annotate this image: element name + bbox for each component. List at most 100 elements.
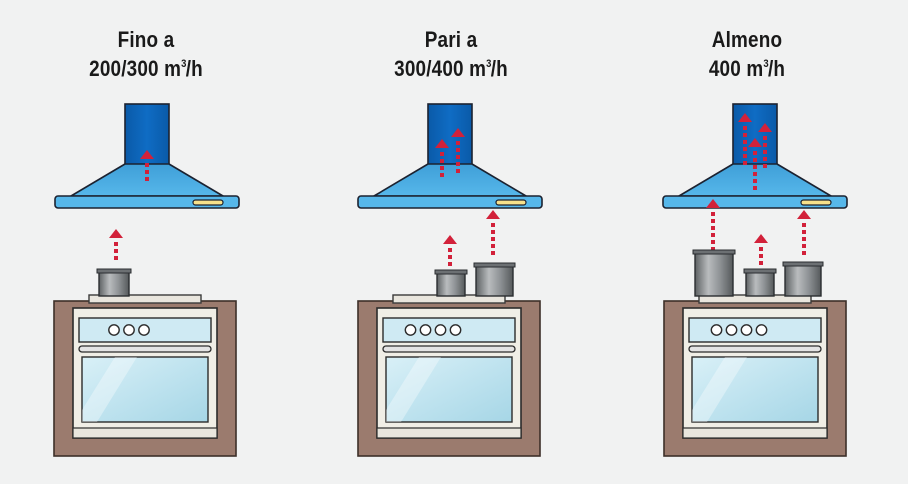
oven-window-reflection [386,357,441,422]
airflow-arrow [754,234,768,265]
panel-title-1-line1: Fino a [117,27,175,52]
pot [96,268,132,297]
airflow-arrow-dot [456,162,460,166]
pot-body [784,264,822,297]
airflow-arrow-dot [456,169,460,173]
panel-title-1-sup: 3 [181,58,187,70]
airflow-arrow-dot [753,158,757,162]
airflow-arrow-dot [802,244,806,248]
airflow-arrow-dot [753,186,757,190]
airflow-arrow-head [738,113,752,122]
airflow-arrow-dot [763,164,767,168]
oven-drawer [72,427,218,439]
pot [434,269,468,297]
airflow-arrow [748,138,762,190]
hood-light [800,199,832,206]
panel-title-2-line2: 300/400 m3/h [348,54,554,83]
airflow-arrow-dot [743,154,747,158]
stove-3 [663,294,847,457]
airflow-arrow [443,235,457,266]
pot-body [694,252,734,297]
oven-knob [740,324,753,336]
airflow-arrow-dot [440,166,444,170]
panel-3 [662,103,848,457]
stove-2 [357,294,541,457]
oven-control-panel [688,317,822,343]
panel-title-3-tail: /h [767,56,786,81]
range-hood-2 [357,103,543,209]
oven-window [81,356,209,423]
pot-body [745,271,775,297]
oven-window-reflection [692,357,747,422]
airflow-arrow-dot [491,230,495,234]
airflow-arrow [486,210,500,255]
airflow-arrow-dot [114,249,118,253]
airflow-arrow-dot [491,237,495,241]
pot-body [475,265,514,297]
range-hood-3 [662,103,848,209]
pot [743,268,777,297]
oven-knob [710,324,723,336]
airflow-arrow-dot [743,126,747,130]
pot-rim [473,262,516,268]
panel-title-3-line1: Almeno [711,27,783,52]
panel-title-3-line2: 400 m3/h [644,54,850,83]
airflow-arrow-dot [440,159,444,163]
airflow-arrow [706,199,720,251]
airflow-arrow-dot [711,219,715,223]
airflow-arrow-dot [491,244,495,248]
panel-1 [53,103,240,457]
airflow-arrow-dot [711,212,715,216]
airflow-arrow-dot [711,226,715,230]
pot-rim [692,249,736,255]
airflow-arrow-dot [145,177,149,181]
oven-window [691,356,819,423]
panel-title-1-tail: /h [185,56,203,81]
airflow-arrow-dot [114,242,118,246]
panel-title-3: Almeno 400 m3/h [644,25,850,83]
airflow-arrow-dot [743,140,747,144]
airflow-arrow-dot [456,141,460,145]
airflow-arrow [797,210,811,255]
oven-window-reflection [82,357,137,422]
pot [692,249,736,297]
panel-2 [357,103,543,457]
hood-canopy [373,163,527,197]
oven-window [385,356,513,423]
stove-1 [53,294,237,457]
oven-knob [108,324,120,336]
panel-title-1: Fino a 200/300 m3/h [43,25,249,83]
airflow-arrow-dot [759,261,763,265]
airflow-arrow-dot [759,247,763,251]
pot-rim [96,268,132,274]
panel-title-2-tail: /h [490,56,508,81]
hood-chimney [732,103,778,167]
airflow-arrow-head [748,138,762,147]
airflow-arrow-dot [743,147,747,151]
airflow-arrow-dot [448,262,452,266]
oven-knob [138,324,150,336]
panel-title-3-value: 400 m [708,56,764,81]
airflow-arrow-head [754,234,768,243]
pot-rim [743,268,777,274]
airflow-arrow-dot [145,163,149,167]
airflow-arrow-dot [763,143,767,147]
cooktop [88,294,202,304]
airflow-arrow-dot [711,240,715,244]
pot-rim [434,269,468,275]
oven-knob [434,324,447,336]
airflow-arrow-head [758,123,772,132]
airflow-arrow [738,113,752,165]
airflow-arrow-dot [753,172,757,176]
oven-control-panel [382,317,516,343]
oven-knob [419,324,432,336]
pot [782,261,824,297]
airflow-arrow-dot [753,179,757,183]
airflow-arrow-dot [440,173,444,177]
hood-base [54,195,240,209]
airflow-arrow-dot [743,161,747,165]
airflow-arrow-head [140,150,154,159]
airflow-arrow-head [706,199,720,208]
panel-title-1-line2: 200/300 m3/h [43,54,249,83]
